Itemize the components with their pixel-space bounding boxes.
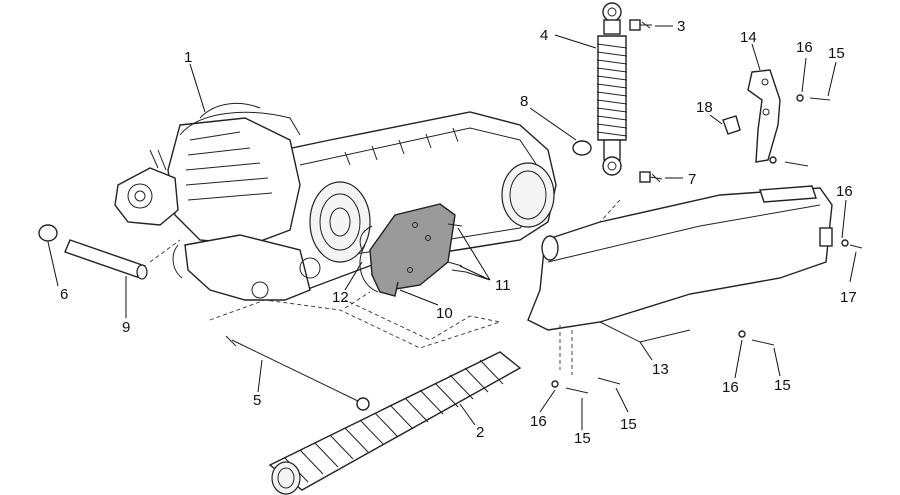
callout-15-right: 15 (774, 377, 791, 394)
callout-4: 4 (540, 27, 548, 44)
callout-1: 1 (184, 49, 192, 66)
callout-13: 13 (652, 361, 669, 378)
assembly-guides (149, 199, 621, 375)
callout-17: 17 (840, 289, 857, 306)
shock-absorber (596, 2, 628, 176)
spacer-tube (64, 239, 148, 280)
callout-2: 2 (476, 424, 484, 441)
callout-3: 3 (677, 18, 685, 35)
air-duct-hose (268, 351, 522, 495)
callout-15-top: 15 (828, 45, 845, 62)
callout-14: 14 (740, 29, 757, 46)
callout-5: 5 (253, 392, 261, 409)
clip-18 (722, 115, 741, 135)
callout-12: 12 (332, 289, 349, 306)
muffler (527, 185, 833, 343)
callout-6: 6 (60, 286, 68, 303)
bolt-3 (629, 19, 652, 31)
muffler-fasteners (551, 239, 863, 394)
washer-bolt-16-15-top (769, 94, 831, 167)
leader-lines (47, 25, 857, 430)
callout-16-bottom: 16 (530, 413, 547, 430)
callout-7: 7 (688, 171, 696, 188)
callout-8: 8 (520, 93, 528, 110)
callout-16-top: 16 (796, 39, 813, 56)
axle-bolt (225, 335, 370, 411)
bracket-14 (747, 69, 781, 163)
callout-15-bottom-left: 15 (574, 430, 591, 447)
callout-16-lower: 16 (722, 379, 739, 396)
callout-16-right: 16 (836, 183, 853, 200)
cover-screws (447, 223, 467, 273)
callout-9: 9 (122, 319, 130, 336)
engine-assembly (114, 102, 557, 301)
callout-10: 10 (436, 305, 453, 322)
washer-6 (38, 224, 58, 242)
callout-15-bottom-right: 15 (620, 416, 637, 433)
bolt-7 (639, 171, 663, 183)
callout-18: 18 (696, 99, 713, 116)
callout-11: 11 (495, 277, 511, 294)
callout-labels: 1 2 3 4 5 6 7 8 9 10 11 12 13 14 15 15 1… (60, 18, 857, 447)
washer-8 (572, 140, 592, 156)
